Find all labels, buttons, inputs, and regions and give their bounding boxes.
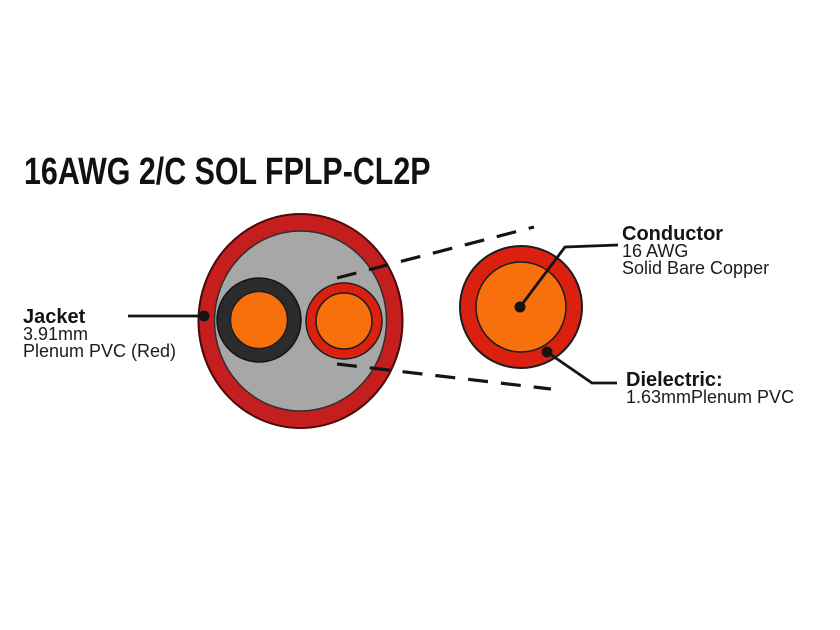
zoom-dashed-line-top — [336, 225, 535, 280]
dielectric-size-material: 1.63mmPlenum PVC — [626, 387, 795, 407]
jacket-label: Jacket — [23, 306, 86, 328]
conductor-pointer-line — [518, 243, 619, 308]
conductor-callout: Conductor 16 AWG Solid Bare Copper — [622, 223, 770, 278]
jacket-pointer-dot — [198, 310, 210, 322]
left-copper-core — [229, 290, 289, 350]
page-title: 16AWG 2/C SOL FPLP-CL2P — [24, 151, 431, 193]
conductor-material: Solid Bare Copper — [622, 258, 770, 278]
jacket-callout: Jacket 3.91mm Plenum PVC (Red) — [23, 306, 177, 361]
zoom-dashed-line-bottom — [336, 362, 552, 391]
right-copper-core — [315, 292, 373, 350]
dielectric-pointer-dot — [541, 346, 553, 358]
conductor-label: Conductor — [622, 223, 724, 245]
jacket-size: 3.91mm — [23, 324, 89, 344]
conductor-pointer-dot — [514, 301, 526, 313]
dielectric-callout: Dielectric: 1.63mmPlenum PVC — [626, 369, 795, 407]
jacket-material: Plenum PVC (Red) — [23, 341, 177, 361]
dielectric-label: Dielectric: — [626, 369, 723, 391]
dielectric-pointer-line — [546, 350, 617, 385]
conductor-size: 16 AWG — [622, 241, 689, 261]
